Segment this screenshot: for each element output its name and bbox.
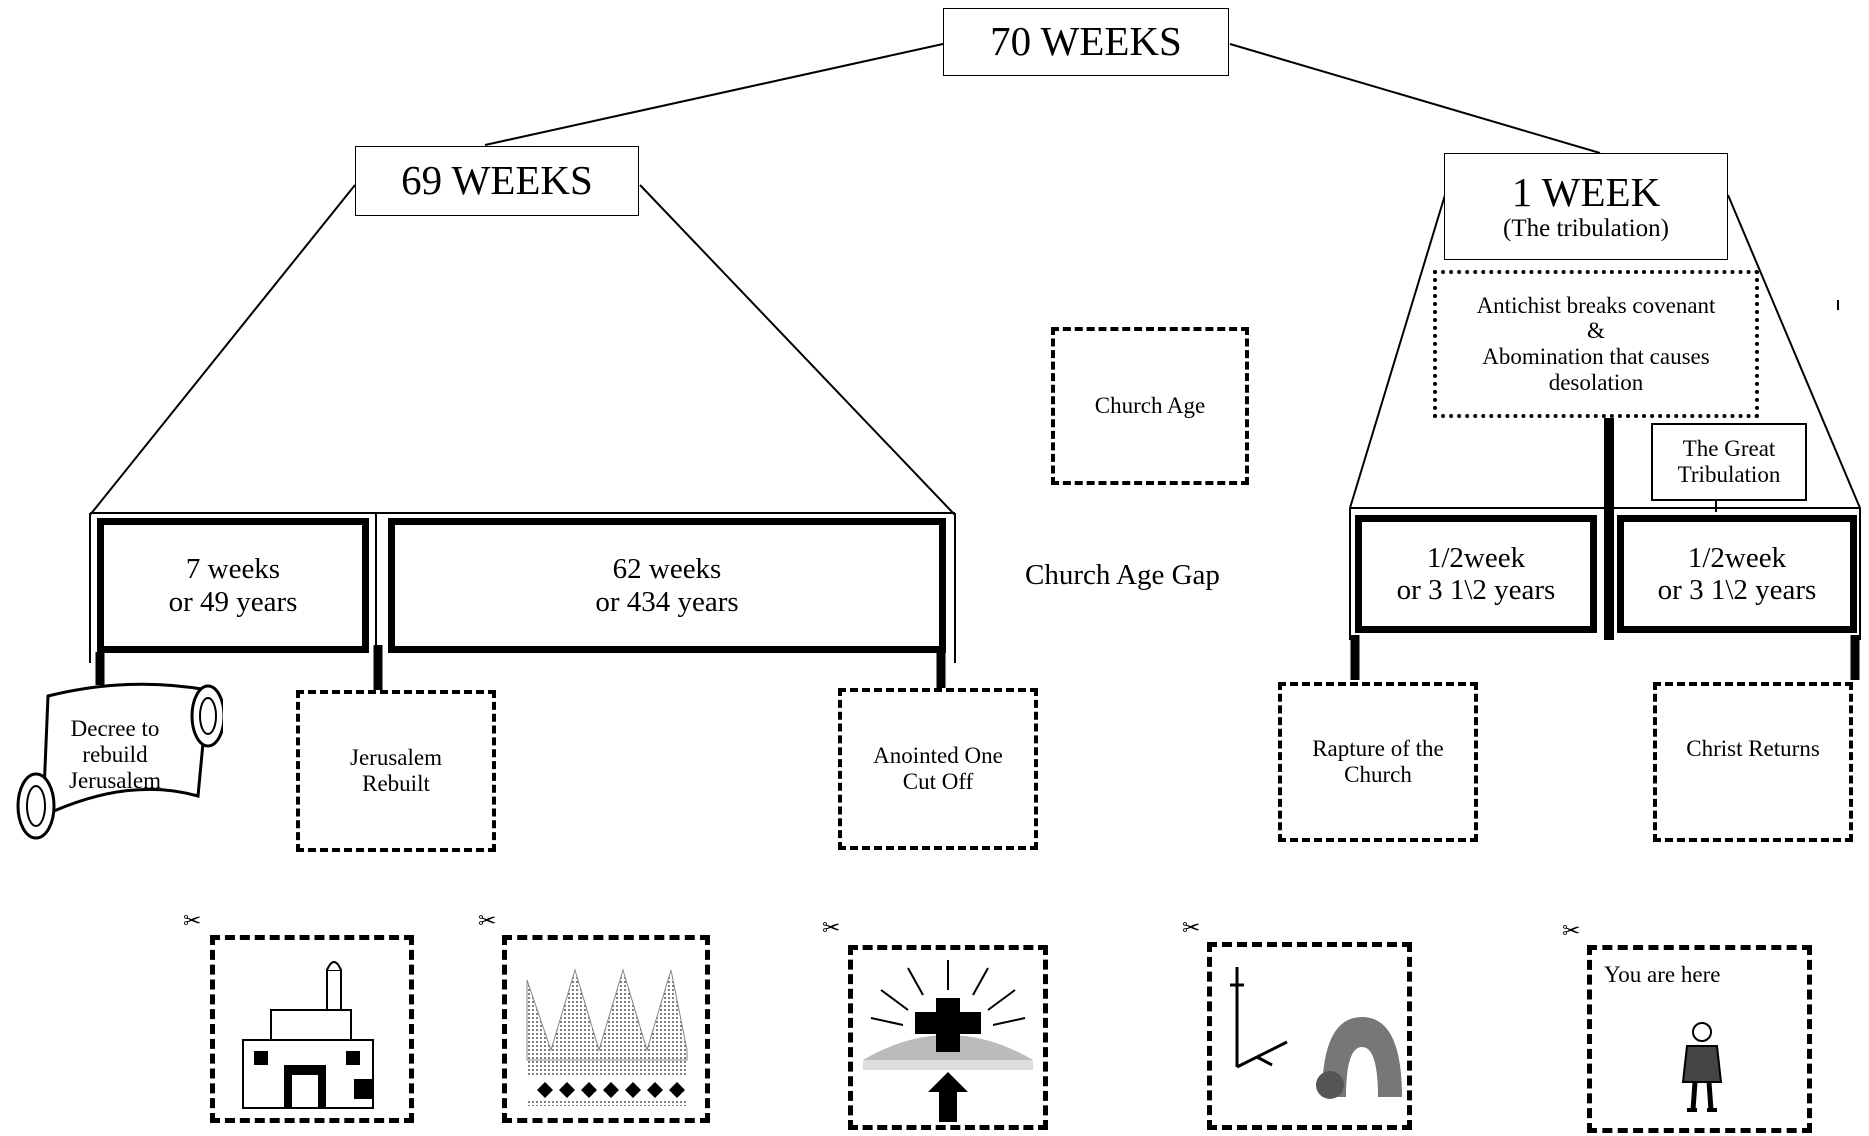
christ-returns-box: Christ Returns (1653, 682, 1853, 842)
sixty-two-weeks-line1: 62 weeks (612, 553, 722, 586)
one-week-label: 1 WEEK (1511, 168, 1661, 215)
cross-cutout (848, 945, 1048, 1130)
jerusalem-rebuilt-box: Jerusalem Rebuilt (296, 690, 496, 852)
great-tribulation-box: The Great Tribulation (1651, 423, 1807, 501)
tribulation-sublabel: (The tribulation) (1503, 215, 1669, 243)
person-icon (1681, 1022, 1723, 1112)
one-week-box: 1 WEEK (The tribulation) (1444, 153, 1728, 260)
great-tribulation-line2: Tribulation (1677, 462, 1781, 487)
church-age-label: Church Age (1094, 393, 1206, 419)
sixty-two-weeks-line2: or 434 years (595, 585, 739, 618)
antichrist-line3: Abomination that causes (1482, 344, 1710, 369)
first-half-week-line2: or 3 1\2 years (1396, 574, 1556, 606)
seventy-weeks-label: 70 WEEKS (990, 18, 1182, 65)
scissors-icon: ✂ (822, 915, 841, 940)
scissors-icon: ✂ (183, 908, 202, 933)
crown-icon (526, 968, 688, 1106)
rapture-line1: Rapture of the (1312, 736, 1444, 762)
scroll-icon (16, 682, 223, 840)
decree-line1: Decree to (70, 716, 160, 742)
great-tribulation-line1: The Great (1682, 436, 1776, 462)
seven-weeks-line1: 7 weeks (185, 553, 281, 586)
antichrist-line4: desolation (1548, 369, 1644, 395)
jerusalem-rebuilt-line2: Rebuilt (362, 771, 430, 796)
decree-line2: rebuild (82, 742, 148, 768)
antichrist-line1: Antichist breaks covenant (1476, 292, 1716, 318)
antichrist-box: Antichist breaks covenant & Abomination … (1433, 270, 1759, 418)
cross-sunrise-icon (863, 960, 1033, 1122)
city-icon (242, 961, 374, 1109)
antichrist-line2: & (1587, 318, 1605, 344)
scissors-icon: ✂ (478, 908, 497, 933)
you-are-here-label: You are here (1604, 962, 1721, 987)
seven-weeks-box: 7 weeks or 49 years (97, 518, 369, 653)
seven-weeks-line2: or 49 years (168, 585, 298, 618)
city-cutout (210, 935, 414, 1123)
anointed-one-line2: Cut Off (902, 769, 974, 794)
christ-returns-line1: Christ Returns (1686, 736, 1820, 761)
crown-cutout (502, 935, 710, 1123)
jerusalem-rebuilt-line1: Jerusalem (350, 745, 442, 771)
scissors-icon: ✂ (1562, 918, 1581, 943)
rapture-line2: Church (1344, 762, 1412, 787)
church-age-gap-label: Church Age Gap (1025, 559, 1220, 591)
decree-line3: Jerusalem (69, 767, 161, 793)
you-are-here-cutout: You are here (1587, 945, 1812, 1133)
church-age-box: Church Age (1051, 327, 1249, 485)
seventy-weeks-box: 70 WEEKS (943, 8, 1229, 76)
second-half-week-line1: 1/2week (1687, 541, 1787, 574)
sixty-nine-weeks-box: 69 WEEKS (355, 146, 639, 216)
sixty-two-weeks-box: 62 weeks or 434 years (388, 518, 946, 653)
first-half-week-box: 1/2week or 3 1\2 years (1355, 515, 1597, 633)
anointed-one-line1: Anointed One (873, 743, 1003, 769)
decree-text: Decree to rebuild Jerusalem (40, 705, 190, 805)
anointed-one-box: Anointed One Cut Off (838, 688, 1038, 850)
first-half-week-line1: 1/2week (1426, 541, 1526, 574)
tomb-cutout (1207, 942, 1412, 1130)
cross-tomb-icon (1230, 967, 1402, 1099)
second-half-week-line2: or 3 1\2 years (1657, 574, 1817, 606)
rapture-box: Rapture of the Church (1278, 682, 1478, 842)
second-half-week-box: 1/2week or 3 1\2 years (1617, 515, 1857, 633)
sixty-nine-weeks-label: 69 WEEKS (401, 157, 593, 204)
scissors-icon: ✂ (1182, 915, 1201, 940)
